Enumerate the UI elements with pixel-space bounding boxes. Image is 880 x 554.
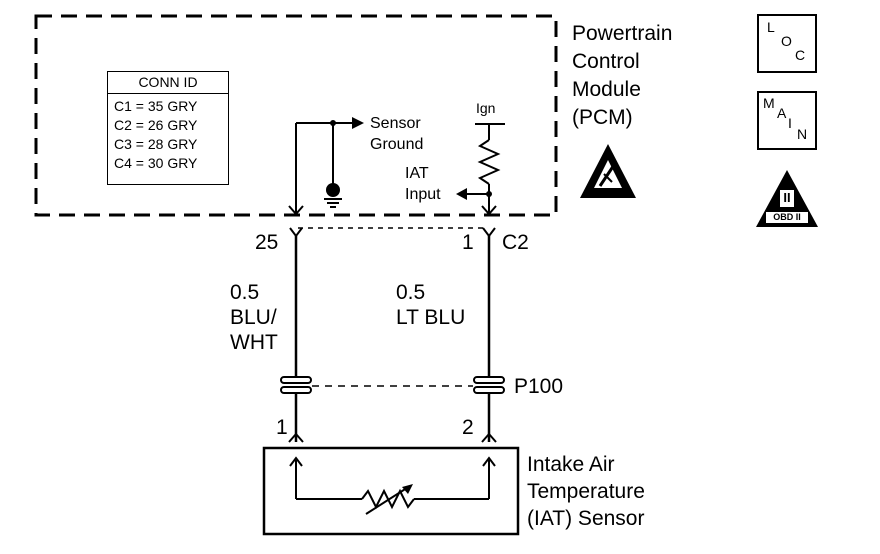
p100-left-upper (280, 376, 312, 384)
loc-icon: L O C (757, 14, 817, 73)
wire-left-label: 0.5 BLU/ WHT (230, 281, 278, 354)
ground-node (326, 183, 340, 197)
pcm-pin-25: 25 (255, 231, 279, 254)
p100-right-lower (473, 386, 505, 394)
sensor-ground-arrow (352, 117, 364, 129)
p100-left-lower (280, 386, 312, 394)
c2-right-female (482, 227, 496, 238)
iat-input-arrow (456, 188, 467, 200)
conn-id-row: C1 = 35 GRY (114, 98, 198, 114)
iat-sensor-box (262, 446, 520, 536)
p100-label: P100 (514, 375, 564, 398)
pin-25-terminal (288, 205, 304, 216)
conn-id-row: C2 = 26 GRY (114, 117, 198, 133)
conn-id-table: CONN ID C1 = 35 GRY C2 = 26 GRY C3 = 28 … (107, 71, 229, 185)
thermistor-variable-arrow (365, 485, 411, 515)
sensor-pin-1: 1 (276, 416, 288, 439)
ign-label: Ign (476, 100, 496, 116)
sensor-ground-label: Sensor Ground (370, 115, 424, 153)
p100-right-upper (473, 376, 505, 384)
conn-id-row: C4 = 30 GRY (114, 155, 198, 171)
sensor-pin-1-terminal (288, 432, 304, 443)
main-icon: M A I N (757, 91, 817, 150)
sensor-pin-2-terminal (481, 432, 497, 443)
wire-right-label: 0.5 LT BLU (396, 281, 466, 329)
c2-left-female (289, 227, 303, 238)
pcm-pin-1: 1 (462, 231, 474, 254)
pullup-resistor (477, 139, 501, 185)
conn-id-header: CONN ID (108, 72, 228, 94)
c2-connector-label: C2 (502, 231, 529, 254)
iat-input-label: IAT Input (405, 165, 441, 203)
obd-numeral: II (783, 190, 791, 205)
pcm-title: Powertrain Control Module (PCM) (572, 22, 673, 129)
iat-sensor-title: Intake Air Temperature (IAT) Sensor (527, 453, 645, 530)
pin-1-terminal (481, 205, 497, 216)
conn-id-row: C3 = 28 GRY (114, 136, 198, 152)
obd-label: OBD II (773, 212, 801, 222)
sensor-pin-2: 2 (462, 416, 474, 439)
